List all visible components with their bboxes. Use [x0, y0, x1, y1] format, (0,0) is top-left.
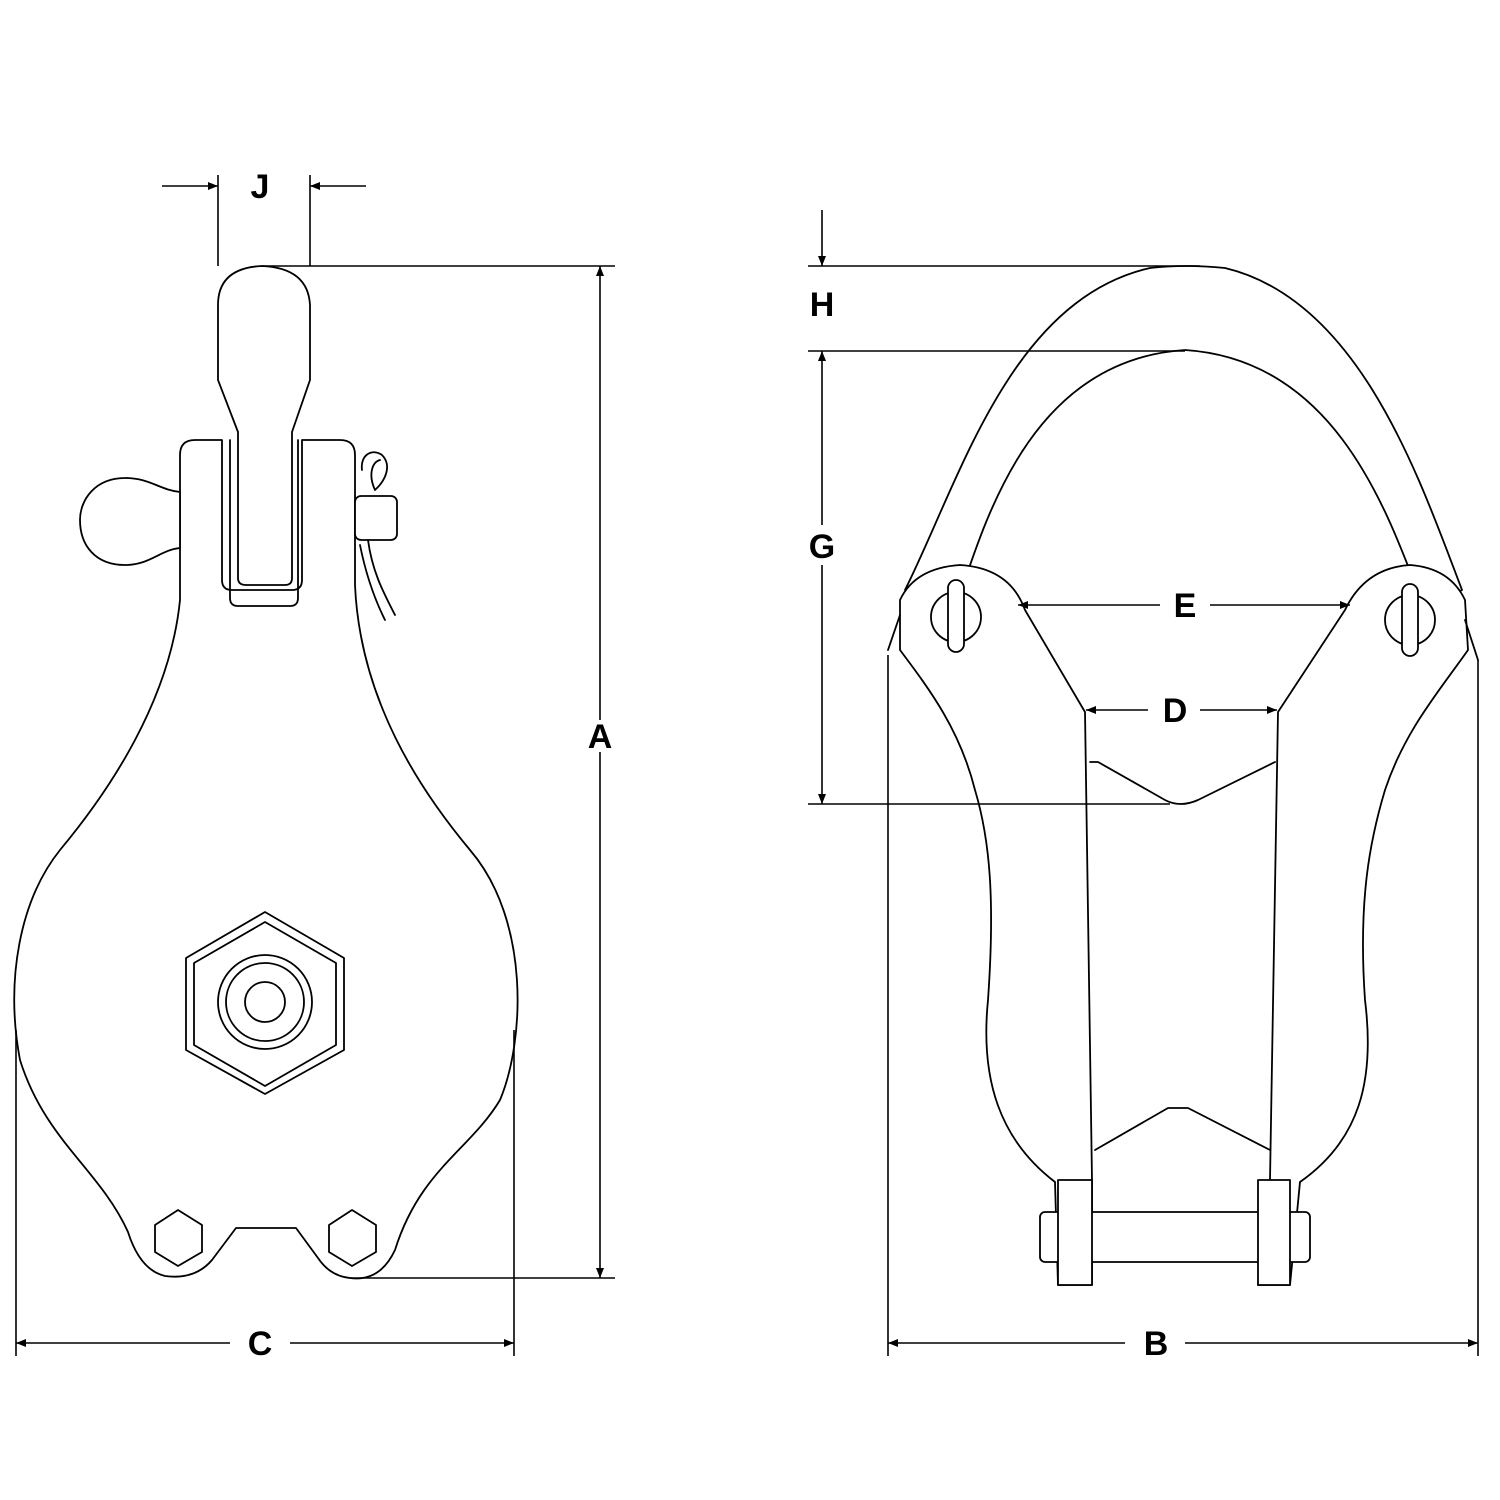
axle-bolt [1039, 1211, 1311, 1263]
latch-pin [354, 495, 398, 541]
axle-hole [244, 981, 286, 1023]
dimension-label-e: E [1174, 587, 1197, 625]
left-side-plate [899, 564, 1093, 1286]
bottom-bolt-left [154, 1209, 203, 1267]
dimension-label-c: C [248, 1325, 273, 1363]
right-ear-pin [1384, 583, 1436, 657]
plate-slot [229, 439, 299, 607]
handle-knob [79, 477, 181, 566]
axle-bearing [217, 954, 313, 1050]
dimension-label-b: B [1144, 1325, 1169, 1363]
swivel-eye [217, 265, 311, 586]
front-view: J A C [13, 168, 615, 1363]
dimension-label-j: J [251, 168, 270, 206]
dimension-label-h: H [810, 286, 835, 324]
side-plate [13, 439, 519, 1280]
shackle-bow [904, 265, 1463, 611]
left-ear-pin [930, 579, 982, 653]
sheave-groove [1089, 761, 1276, 1151]
side-view: H G E D B [808, 210, 1479, 1363]
bottom-bolt-right [328, 1209, 377, 1267]
dimension-label-g: G [809, 528, 835, 566]
cotter-pin [359, 451, 396, 621]
dimension-label-d: D [1163, 692, 1188, 730]
right-side-plate [1257, 564, 1469, 1286]
dimension-label-a: A [588, 718, 613, 756]
